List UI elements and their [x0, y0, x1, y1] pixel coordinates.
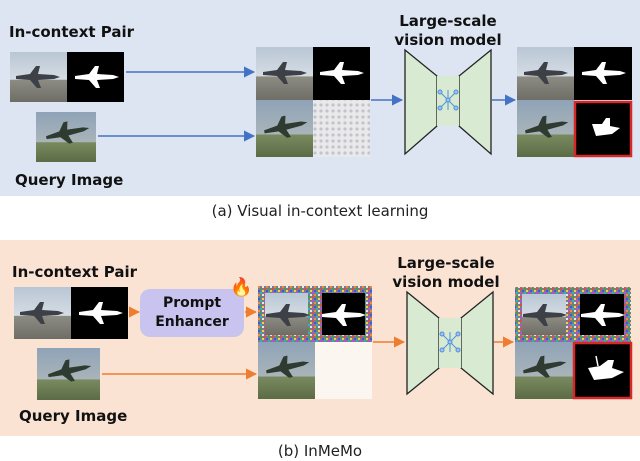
model-label-a-line2: vision model: [394, 31, 502, 49]
query-image-a: [36, 112, 96, 162]
model-label-b: Large-scale vision model: [386, 254, 506, 292]
model-block-b: [406, 290, 494, 396]
query-image-label-a: Query Image: [15, 171, 124, 189]
pair-mask-b: [71, 287, 128, 339]
model-block-a: [404, 48, 492, 156]
in-context-pair-label-a: In-context Pair: [9, 23, 135, 41]
canvas-grid-b: [258, 286, 372, 399]
output-grid-b: [515, 287, 633, 400]
query-image-label-b: Query Image: [19, 407, 128, 425]
in-context-pair-label-b: In-context Pair: [12, 263, 138, 281]
output-grid-a: [517, 47, 633, 158]
pair-mask-a: [67, 52, 124, 102]
canvas-grid-a: [256, 47, 370, 157]
model-label-a: Large-scale vision model: [388, 12, 508, 50]
network-icon: [439, 331, 461, 353]
model-label-a-line1: Large-scale: [399, 12, 497, 30]
model-label-b-line2: vision model: [392, 273, 500, 291]
pair-image-b: [14, 287, 71, 339]
query-image-b: [37, 348, 100, 400]
fire-icon: 🔥: [230, 277, 253, 297]
prompt-enhancer-line2: Enhancer: [155, 314, 229, 330]
caption-b: (b) InMeMo: [277, 442, 363, 460]
pair-image-a: [10, 52, 67, 102]
model-label-b-line1: Large-scale: [397, 254, 495, 272]
prompt-enhancer-block: Prompt Enhancer: [140, 289, 244, 337]
prompt-enhancer-line1: Prompt: [162, 295, 222, 311]
network-icon: [437, 89, 459, 111]
predicted-mask-b: [572, 341, 633, 400]
caption-a: (a) Visual in-context learning: [211, 202, 429, 220]
